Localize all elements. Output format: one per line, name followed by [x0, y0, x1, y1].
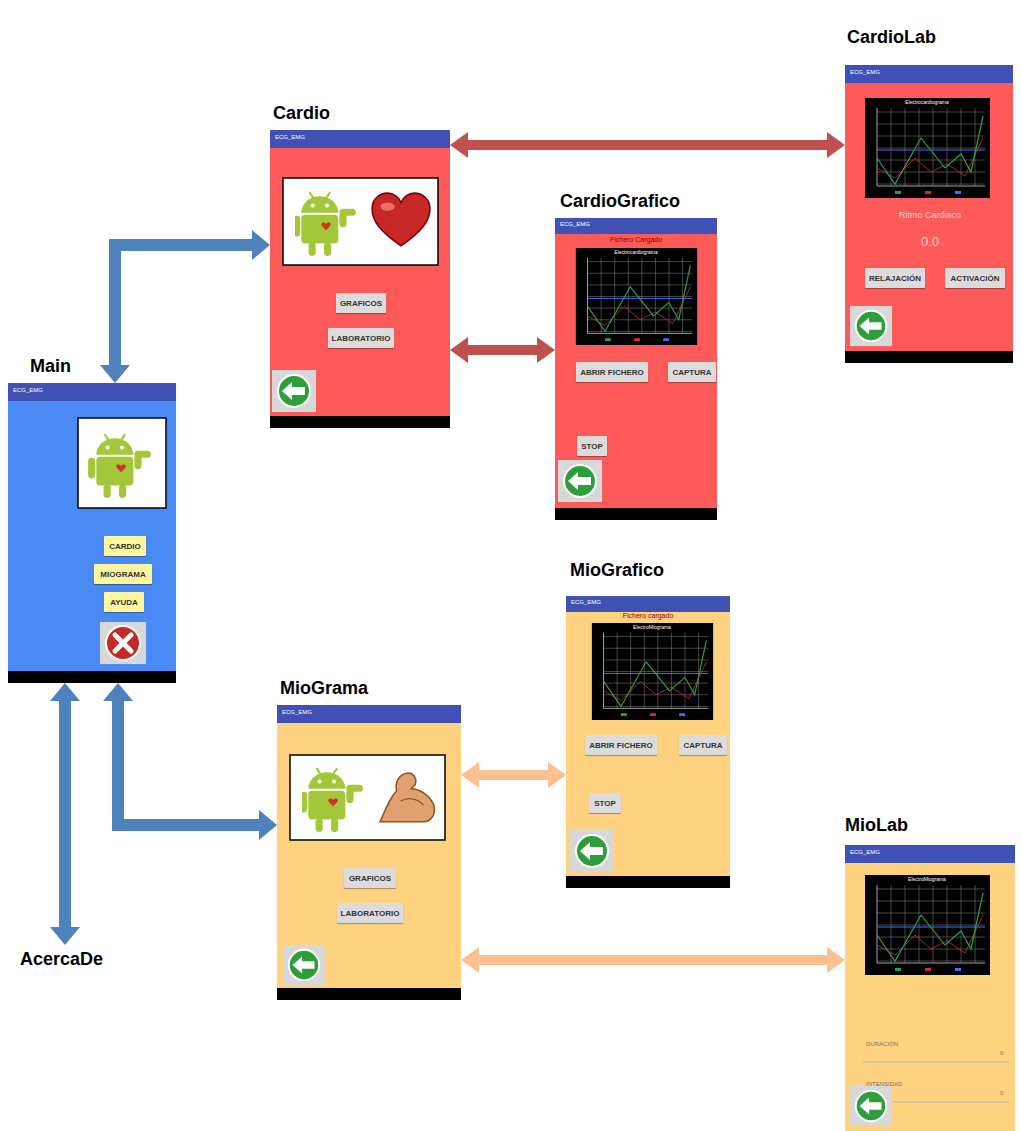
screen-label: ECG_EMG	[560, 221, 590, 227]
miograma-screen	[277, 705, 461, 1000]
screen-label: 0.0	[921, 234, 939, 249]
screen-name: AcercaDe	[14, 945, 109, 974]
button-text: LABORATORIO	[341, 909, 400, 918]
screen-title: MioLab	[845, 815, 908, 836]
screen-button: MIOGRAMA	[94, 564, 152, 584]
screen-button: GRAFICOS	[336, 293, 386, 313]
button-text: ABRIR FICHERO	[589, 741, 653, 750]
button-text: GRAFICOS	[340, 299, 382, 308]
app-screen: MioGraficoABRIR FICHEROCAPTURASTOP	[566, 596, 730, 888]
screen-label: ElectroMiograma	[908, 876, 946, 882]
navigation-arrow	[59, 701, 71, 927]
main-screen	[8, 383, 176, 683]
screen-title: Main	[30, 356, 71, 377]
screen-button: RELAJACIÓN	[865, 268, 925, 288]
app-screen: CardioGRAFICOSLABORATORIO	[270, 130, 450, 428]
screen-label: ECG_EMG	[571, 599, 601, 605]
button-text: RELAJACIÓN	[869, 274, 921, 283]
button-text: CAPTURA	[672, 368, 711, 377]
screen-title: CardioGrafico	[560, 191, 680, 212]
app-screen: MioLab	[845, 845, 1015, 1131]
screen-label: ECG_EMG	[13, 387, 43, 393]
app-screen: MainCARDIOMIOGRAMAAYUDA	[8, 383, 176, 683]
navigation-arrow	[479, 770, 548, 780]
cardio-grafico-screen	[555, 218, 717, 520]
app-screen: MioGramaGRAFICOSLABORATORIO	[277, 705, 461, 1000]
screen-title: MioGrafico	[570, 560, 664, 581]
screen-title: MioGrama	[280, 678, 368, 699]
button-text: GRAFICOS	[349, 874, 391, 883]
app-screen: CardioGraficoABRIR FICHEROCAPTURASTOP	[555, 218, 717, 520]
screen-button: LABORATORIO	[337, 903, 404, 923]
screen-label: ECG_EMG	[282, 709, 312, 715]
screen-button: STOP	[589, 793, 621, 813]
mio-lab-screen	[845, 845, 1015, 1131]
screen-button: CAPTURA	[679, 735, 726, 755]
screen-button: STOP	[577, 436, 607, 456]
button-text: LABORATORIO	[332, 334, 391, 343]
screen-label: Electrocardiograma	[905, 99, 948, 105]
navigation-arrow	[479, 955, 827, 965]
screen-label: Fichero Cargado	[610, 236, 662, 243]
navigation-arrow	[118, 701, 259, 825]
screen-button: ABRIR FICHERO	[576, 362, 648, 382]
button-text: STOP	[594, 799, 616, 808]
screen-button: LABORATORIO	[328, 328, 395, 348]
screen-label: ECG_EMG	[850, 849, 880, 855]
button-text: MIOGRAMA	[100, 570, 145, 579]
screen-label: ECG_EMG	[850, 69, 880, 75]
screen-label: 0	[1000, 1090, 1003, 1096]
button-text: CAPTURA	[683, 741, 722, 750]
screen-label: ECG_EMG	[275, 134, 305, 140]
screen-title: AcercaDe	[20, 949, 103, 970]
screen-title: CardioLab	[847, 27, 936, 48]
mio-grafico-screen	[566, 596, 730, 888]
screen-button: ACTIVACIÓN	[945, 268, 1005, 288]
cardio-screen	[270, 130, 450, 428]
button-text: ACTIVACIÓN	[950, 274, 999, 283]
navigation-arrow	[468, 140, 827, 150]
button-text: AYUDA	[110, 598, 138, 607]
screen-label: Ritmo Cardiaco	[899, 210, 961, 220]
screen-label: DURACIÓN	[866, 1041, 898, 1047]
navigation-arrow	[468, 345, 537, 355]
cardio-lab-screen	[845, 65, 1013, 363]
screen-label: ElectroMiograma	[633, 624, 671, 630]
navigation-arrow	[115, 245, 252, 365]
screen-button: ABRIR FICHERO	[585, 735, 657, 755]
screen-label: Fichero cargado	[623, 612, 674, 619]
screen-button: CARDIO	[104, 536, 146, 556]
screen-button: CAPTURA	[668, 362, 715, 382]
button-text: CARDIO	[109, 542, 141, 551]
button-text: STOP	[581, 442, 603, 451]
screen-button: GRAFICOS	[344, 868, 396, 888]
screen-label: 0	[1000, 1050, 1003, 1056]
screen-label: INTENSIDAD	[866, 1081, 902, 1087]
button-text: ABRIR FICHERO	[580, 368, 644, 377]
screen-title: Cardio	[273, 103, 330, 124]
screen-label: Electrocardiograma	[614, 249, 657, 255]
screen-button: AYUDA	[104, 592, 144, 612]
